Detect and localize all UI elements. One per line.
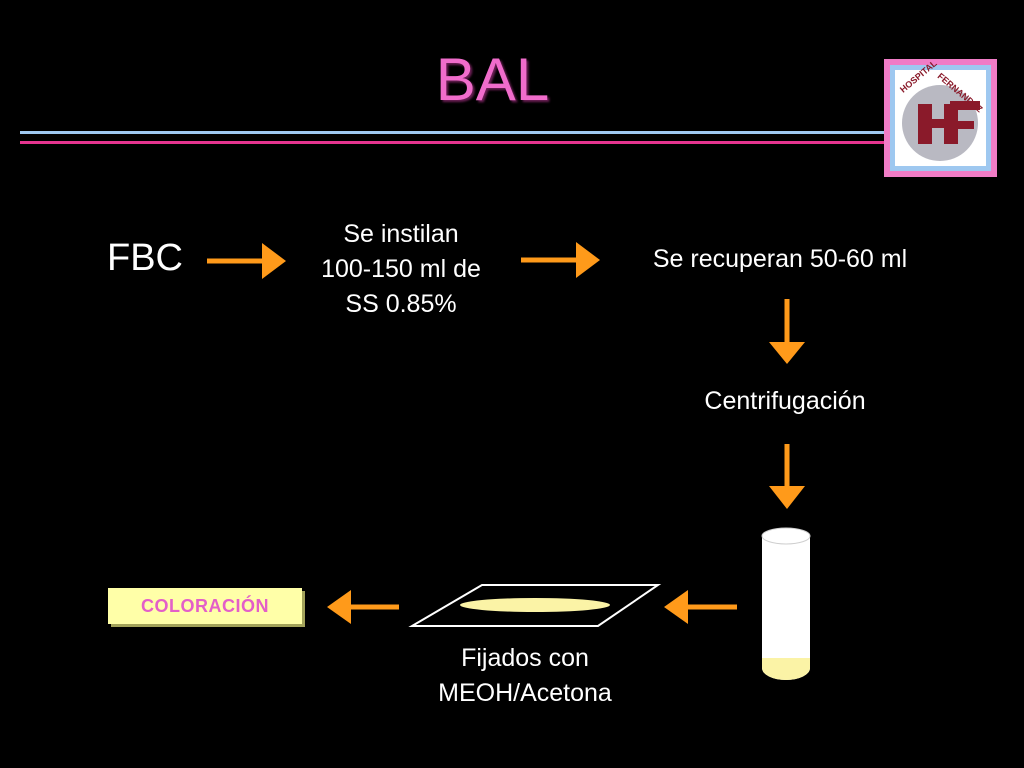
arrow-down-2-icon <box>769 444 805 509</box>
instil-line-3: SS 0.85% <box>345 290 457 318</box>
arrow-right-2-icon <box>521 242 600 278</box>
centrifuge-step: Centrifugación <box>704 387 866 415</box>
arrow-down-1-icon <box>769 299 805 364</box>
title-rule-pink <box>20 141 905 144</box>
glass-slide-icon <box>408 584 662 627</box>
recover-step: Se recuperan 50-60 ml <box>652 245 908 273</box>
arrow-right-1-icon <box>207 243 286 279</box>
slide-title: BAL <box>435 46 550 113</box>
hospital-logo-icon: HOSPITAL FERNANDEZ <box>884 58 997 177</box>
instil-line-2: 100-150 ml de <box>321 255 481 283</box>
arrow-left-1-icon <box>664 590 737 624</box>
instil-step: Se instilan 100-150 ml de SS 0.85% <box>296 217 506 322</box>
fixation-line-1: Fijados con <box>461 644 589 672</box>
fixation-step: Fijados con MEOH/Acetona <box>400 641 650 711</box>
test-tube-icon <box>761 527 811 680</box>
fbc-label: FBC <box>107 237 183 279</box>
instil-line-1: Se instilan <box>343 220 459 248</box>
fixation-line-2: MEOH/Acetona <box>438 679 612 707</box>
title-rule-blue <box>20 131 905 134</box>
staining-label: COLORACIÓN <box>108 588 302 624</box>
arrow-left-2-icon <box>327 590 399 624</box>
